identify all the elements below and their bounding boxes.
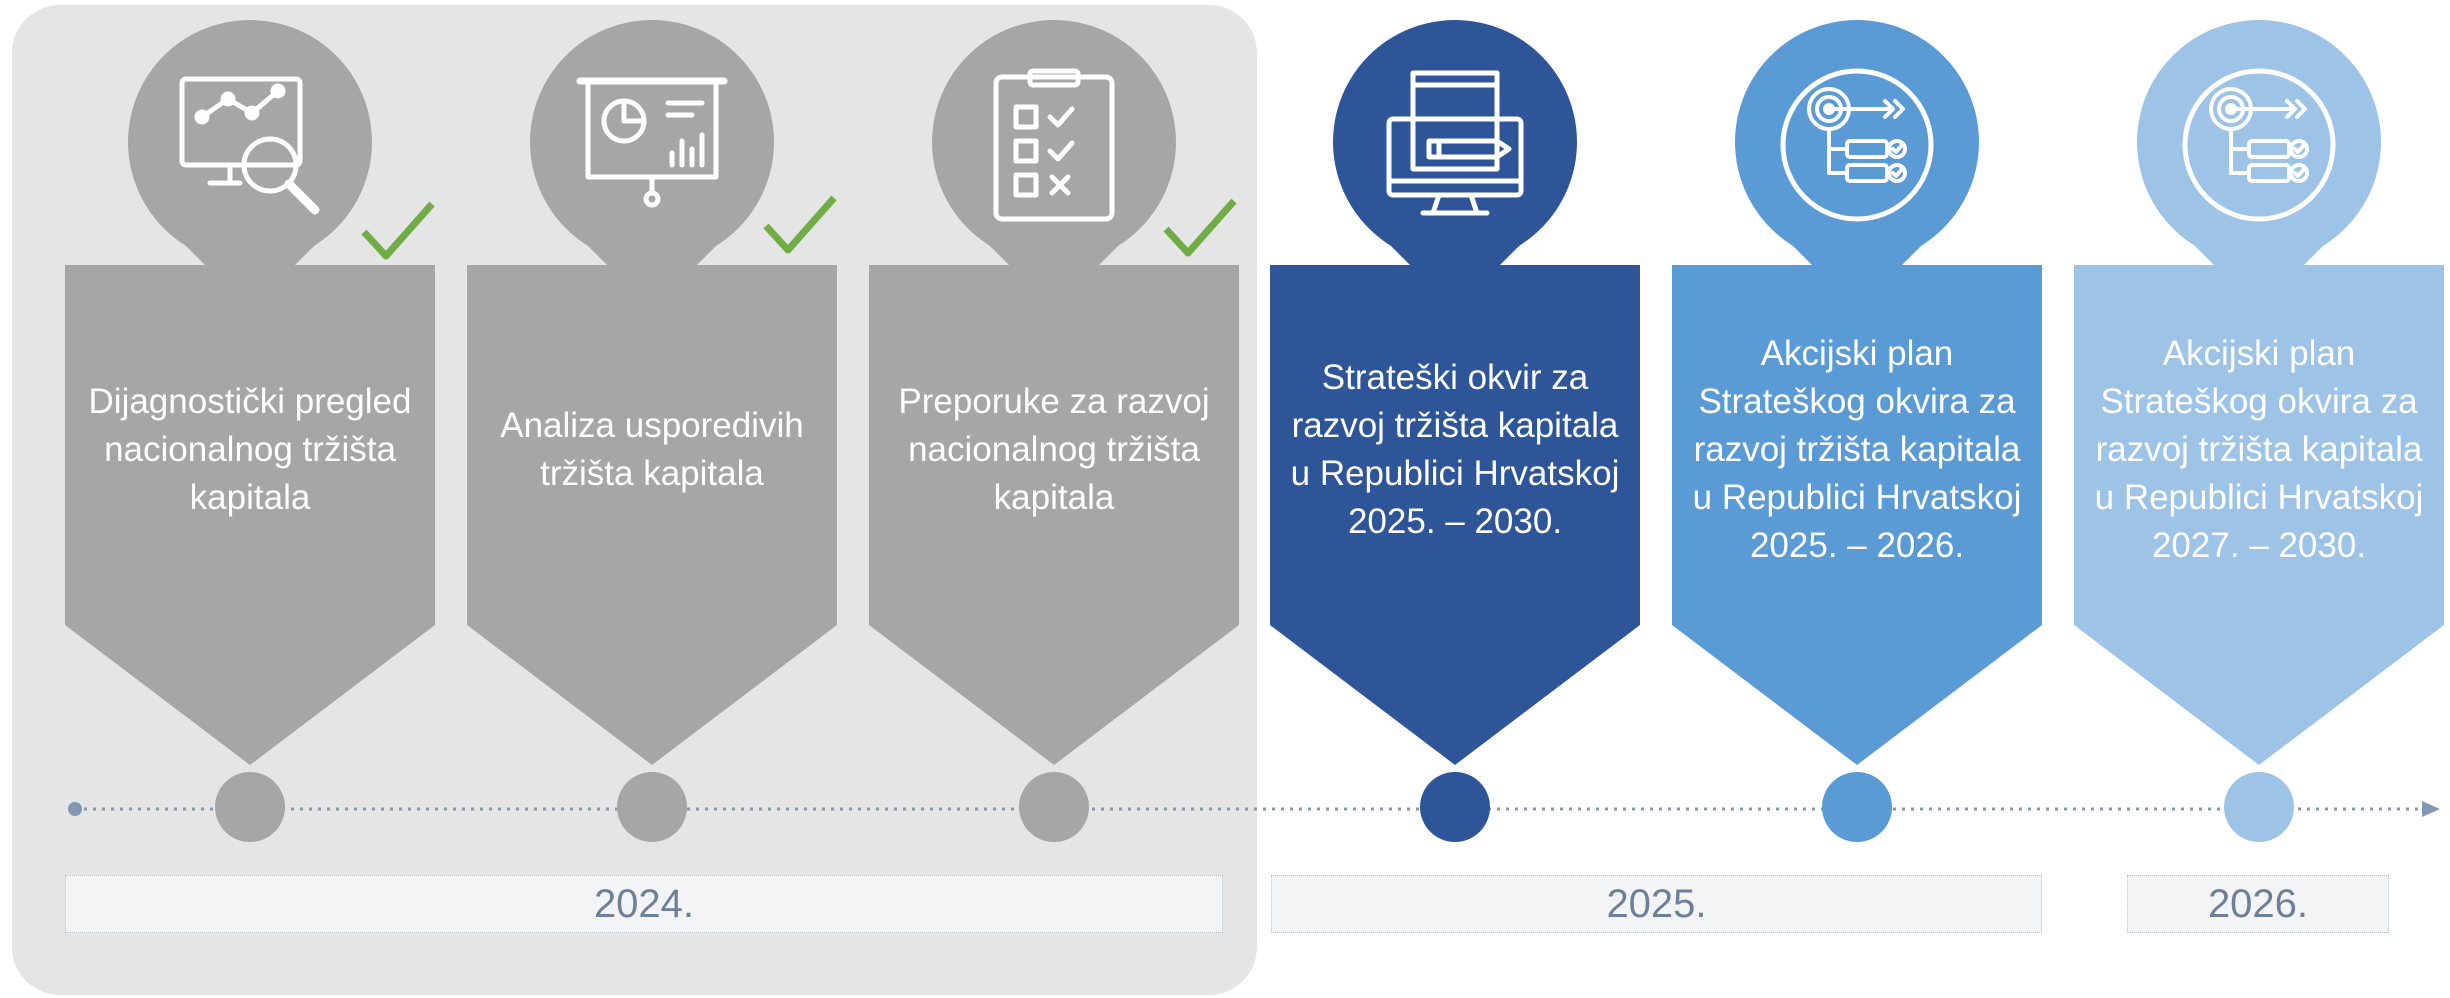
step-body: [2074, 265, 2444, 765]
timeline-dot: [1822, 772, 1892, 842]
step-label: Dijagnostički pregled nacionalnog tržišt…: [88, 382, 412, 517]
step-body: [1270, 265, 1640, 765]
step-body: [467, 265, 837, 765]
step-shape: [869, 20, 1239, 765]
step-body: [869, 265, 1239, 765]
year-label-2024: 2024.: [65, 875, 1223, 933]
step-label: Analiza usporedivih tržišta kapitala: [500, 406, 804, 493]
step-neck: [160, 220, 340, 270]
timeline-dot: [1420, 772, 1490, 842]
step-neck: [562, 220, 742, 270]
step-label: Strateški okvir za razvoj tržišta kapita…: [1290, 358, 1620, 541]
timeline-dot: [617, 772, 687, 842]
presentation-board-icon: [572, 65, 732, 225]
analytics-magnifier-icon: [170, 65, 330, 225]
timeline-arrowhead: [2422, 801, 2440, 817]
target-plan-icon: [1777, 65, 1937, 225]
completed-check-icon: [763, 195, 837, 254]
step-card-action-plan-2025-2026: Akcijski plan Strateškog okvira za razvo…: [1672, 20, 2042, 765]
target-plan-icon: [2179, 65, 2339, 225]
timeline-dot: [2224, 772, 2294, 842]
timeline-dot: [1019, 772, 1089, 842]
step-body: [1672, 265, 2042, 765]
step-card-comparable-markets: Analiza usporedivih tržišta kapitala: [467, 20, 837, 765]
checklist-clipboard-icon: [974, 65, 1134, 225]
year-label-2025: 2025.: [1271, 875, 2042, 933]
completed-check-icon: [361, 201, 435, 260]
step-neck: [1767, 220, 1947, 270]
step-neck: [1365, 220, 1545, 270]
step-label: Akcijski plan Strateškog okvira za razvo…: [1692, 334, 2022, 565]
step-card-action-plan-2027-2030: Akcijski plan Strateškog okvira za razvo…: [2074, 20, 2444, 765]
step-label: Preporuke za razvoj nacionalnog tržišta …: [898, 382, 1210, 517]
step-card-recommendations: Preporuke za razvoj nacionalnog tržišta …: [869, 20, 1239, 765]
step-neck: [2169, 220, 2349, 270]
completed-check-icon: [1163, 198, 1237, 257]
step-card-diagnostic-review: Dijagnostički pregled nacionalnog tržišt…: [65, 20, 435, 765]
document-monitor-icon: [1375, 65, 1535, 225]
step-neck: [964, 220, 1144, 270]
step-head: [932, 20, 1176, 264]
step-body: [65, 265, 435, 765]
step-label: Akcijski plan Strateškog okvira za razvo…: [2094, 334, 2424, 565]
year-label-2026: 2026.: [2127, 875, 2389, 933]
timeline-dot: [215, 772, 285, 842]
step-card-strategic-framework: Strateški okvir za razvoj tržišta kapita…: [1270, 20, 1640, 765]
